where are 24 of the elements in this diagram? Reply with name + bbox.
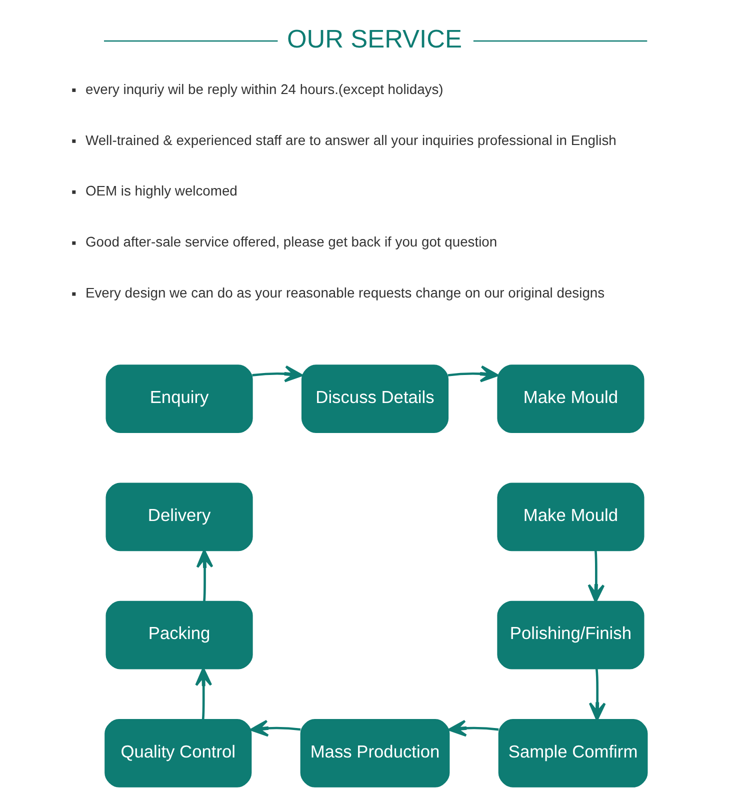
arrow	[448, 365, 499, 382]
diagram-title: OUR SERVICE	[286, 25, 462, 54]
node-box: Sample Comfirm	[498, 719, 648, 788]
node-box: Make Mould	[497, 364, 644, 433]
arrow	[252, 365, 303, 382]
label: OEM is highly welcomed	[85, 182, 238, 199]
label: Every design we can do as your reasonable requests change on our original designs	[85, 284, 605, 301]
arrow	[196, 550, 214, 602]
node-box: Enquiry	[106, 364, 253, 433]
arrow	[250, 720, 301, 737]
label: Well-trained & experienced staff are to answer all your inquiries professional in English	[85, 132, 616, 148]
node-box: Delivery	[106, 482, 253, 552]
arrow	[588, 550, 605, 603]
arrow	[448, 720, 499, 737]
arrow	[588, 668, 606, 721]
label: Good after-sale service offered, please get back if you got question	[85, 234, 498, 250]
label: every inquriy wil be reply within 24 hours.(except holidays)	[85, 80, 444, 97]
node-box: Discuss Details	[301, 364, 449, 433]
node-box: Packing	[106, 600, 253, 670]
node-box: Quality Control	[104, 719, 252, 788]
node-box: Make Mould	[497, 482, 644, 552]
node-box: Polishing/Finish	[497, 600, 644, 670]
node-box: Mass Production	[300, 719, 450, 788]
arrow	[195, 668, 212, 720]
